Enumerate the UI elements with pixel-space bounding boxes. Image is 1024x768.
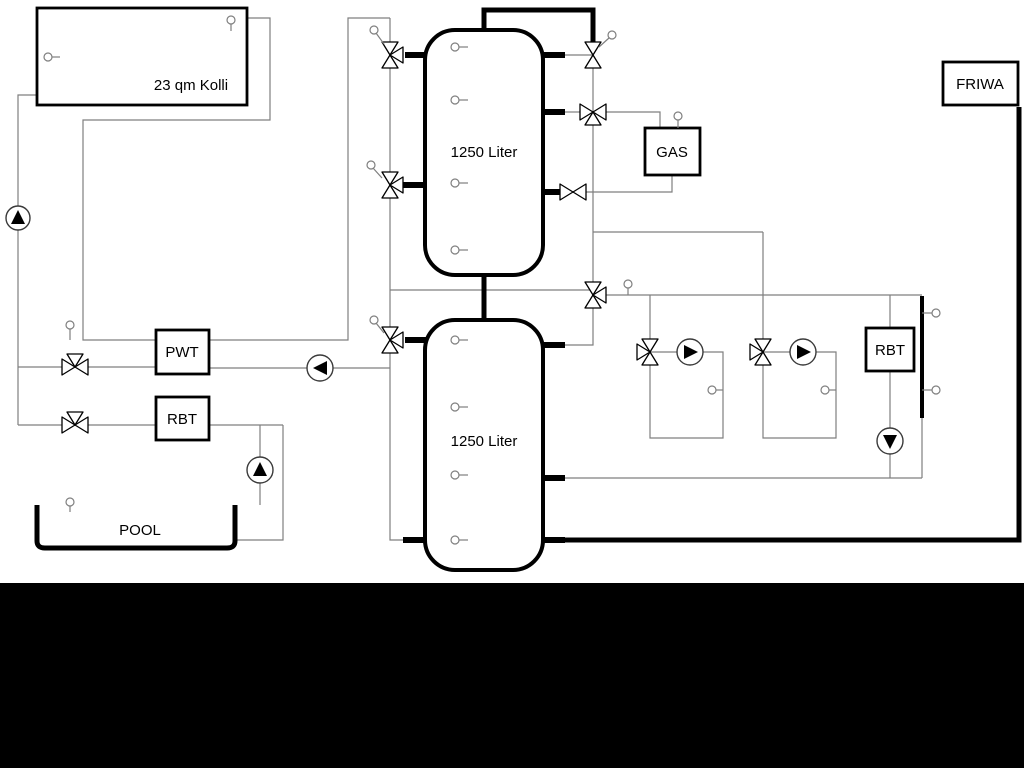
friwa-label: FRIWA xyxy=(956,76,1004,93)
friwa-box xyxy=(941,60,1020,107)
sensor-icon xyxy=(450,535,468,545)
gas-label: GAS xyxy=(656,144,688,161)
gas-box xyxy=(643,126,702,177)
rbt-right-heat-exchanger: RBT xyxy=(864,326,916,373)
valve-actuator-icon xyxy=(598,30,617,48)
tank-top-feed-pipe xyxy=(481,7,596,42)
temperature-sensors xyxy=(43,15,941,545)
rbt-right-label: RBT xyxy=(875,342,905,359)
three-way-valve-tank-top-upper-icon xyxy=(381,41,404,69)
valve-actuator-icon xyxy=(369,315,385,334)
valve-top-feed-icon xyxy=(584,41,602,69)
pwt-label: PWT xyxy=(165,344,198,361)
three-way-valve-circuit-2-icon xyxy=(749,338,772,366)
three-way-valve-distribution-icon xyxy=(584,281,607,309)
tank-top-body xyxy=(423,28,545,277)
tank-bottom-body xyxy=(423,318,545,572)
pipes-thick xyxy=(481,7,1022,543)
pump-pwt-icon xyxy=(306,354,334,382)
pool-label: POOL xyxy=(119,522,161,539)
solar-collector: 23 qm Kolli xyxy=(35,6,249,107)
gas-boiler: GAS xyxy=(643,126,702,177)
pwt-box xyxy=(154,328,211,376)
pump-solar-icon xyxy=(5,205,31,231)
sensor-icon xyxy=(226,15,236,31)
three-way-valve-rbt-left-icon xyxy=(61,411,89,434)
sensor-icon xyxy=(922,308,941,318)
sensor-icon xyxy=(65,320,75,340)
tank-bottom-label: 1250 Liter xyxy=(451,433,518,450)
sensor-icon xyxy=(450,245,468,255)
buffer-tank-top: 1250 Liter xyxy=(423,28,545,277)
valve-actuator-icon xyxy=(366,160,383,179)
three-way-valve-gas-flow-icon xyxy=(579,103,607,126)
solar-collector-box xyxy=(35,6,249,107)
friwa-return-pipe xyxy=(545,107,1022,543)
pumps xyxy=(5,205,904,484)
valves xyxy=(61,41,772,434)
sensor-icon xyxy=(450,470,468,480)
pwt-heat-exchanger: PWT xyxy=(154,328,211,376)
sensor-icon xyxy=(450,335,468,345)
footer-black-bar xyxy=(0,583,1024,768)
pump-circuit-2-icon xyxy=(789,338,817,366)
three-way-valve-circuit-1-icon xyxy=(636,338,659,366)
rbt-right-box xyxy=(864,326,916,373)
sensor-icon xyxy=(820,385,836,395)
rbt-left-label: RBT xyxy=(167,411,197,428)
pump-circuit-1-icon xyxy=(676,338,704,366)
friwa-station: FRIWA xyxy=(941,60,1020,107)
valve-gas-return-icon xyxy=(559,183,587,201)
tank-stubs xyxy=(403,52,565,543)
tank-top-label: 1250 Liter xyxy=(451,144,518,161)
sensor-icon xyxy=(922,385,941,395)
sensor-icon xyxy=(65,497,75,512)
sensor-icon xyxy=(450,42,468,52)
valve-actuator-icon xyxy=(369,25,385,45)
buffer-tank-bottom: 1250 Liter xyxy=(423,318,545,572)
pool-basin xyxy=(34,505,238,551)
sensor-icon xyxy=(43,52,60,62)
pump-rbt-right-icon xyxy=(876,427,904,455)
three-way-valve-tank-top-lower-icon xyxy=(381,171,404,199)
solar-collector-label: 23 qm Kolli xyxy=(154,77,228,94)
sensor-icon xyxy=(450,95,468,105)
pump-pool-icon xyxy=(246,456,274,484)
pool: POOL xyxy=(34,505,238,551)
sensor-icon xyxy=(450,178,468,188)
three-way-valve-pwt-icon xyxy=(61,353,89,376)
sensor-icon xyxy=(623,279,633,295)
sensor-icon xyxy=(450,402,468,412)
sensor-icon xyxy=(707,385,723,395)
rbt-left-box xyxy=(154,395,211,442)
rbt-left-heat-exchanger: RBT xyxy=(154,395,211,442)
three-way-valve-tank-bottom-icon xyxy=(381,326,404,354)
sensor-icon xyxy=(673,111,683,128)
